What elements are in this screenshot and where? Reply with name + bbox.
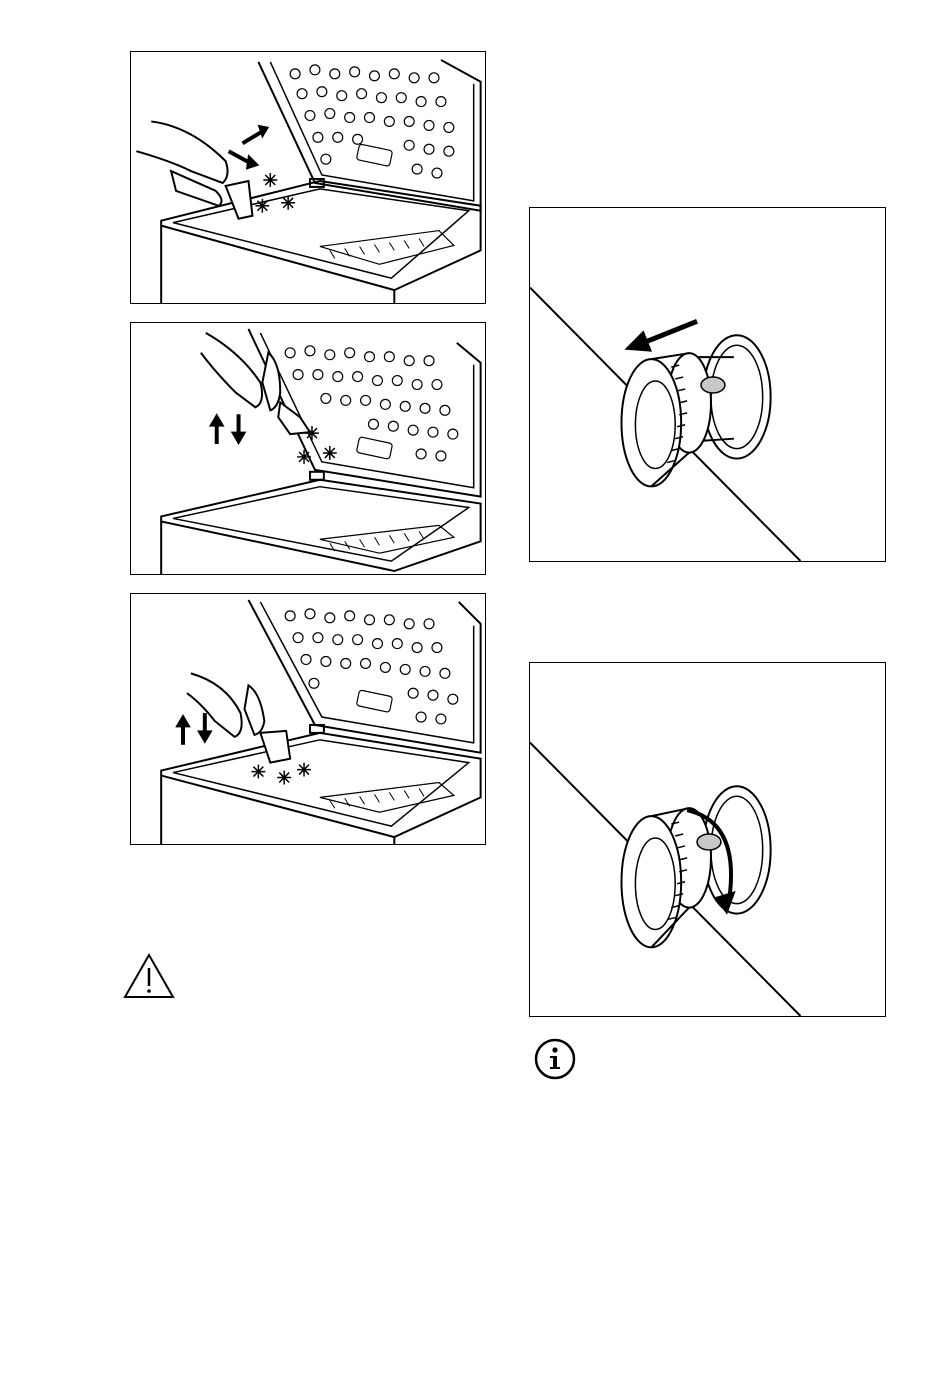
figure-knob-pull-out: [529, 207, 886, 562]
figure-knob-rotate: [529, 662, 886, 1017]
chest-freezer-illustration: [131, 52, 485, 303]
figure-scrape-rim-side: [130, 593, 486, 845]
figure-scrape-rim-front: [130, 51, 486, 304]
info-circle-icon: [534, 1038, 576, 1080]
figure-scrape-lid: [130, 322, 486, 575]
thermostat-knob-illustration: [530, 663, 885, 1016]
warning-triangle-icon: [123, 953, 175, 999]
chest-freezer-illustration: [131, 594, 485, 844]
thermostat-knob-illustration: [530, 208, 885, 561]
chest-freezer-illustration: [131, 323, 485, 574]
